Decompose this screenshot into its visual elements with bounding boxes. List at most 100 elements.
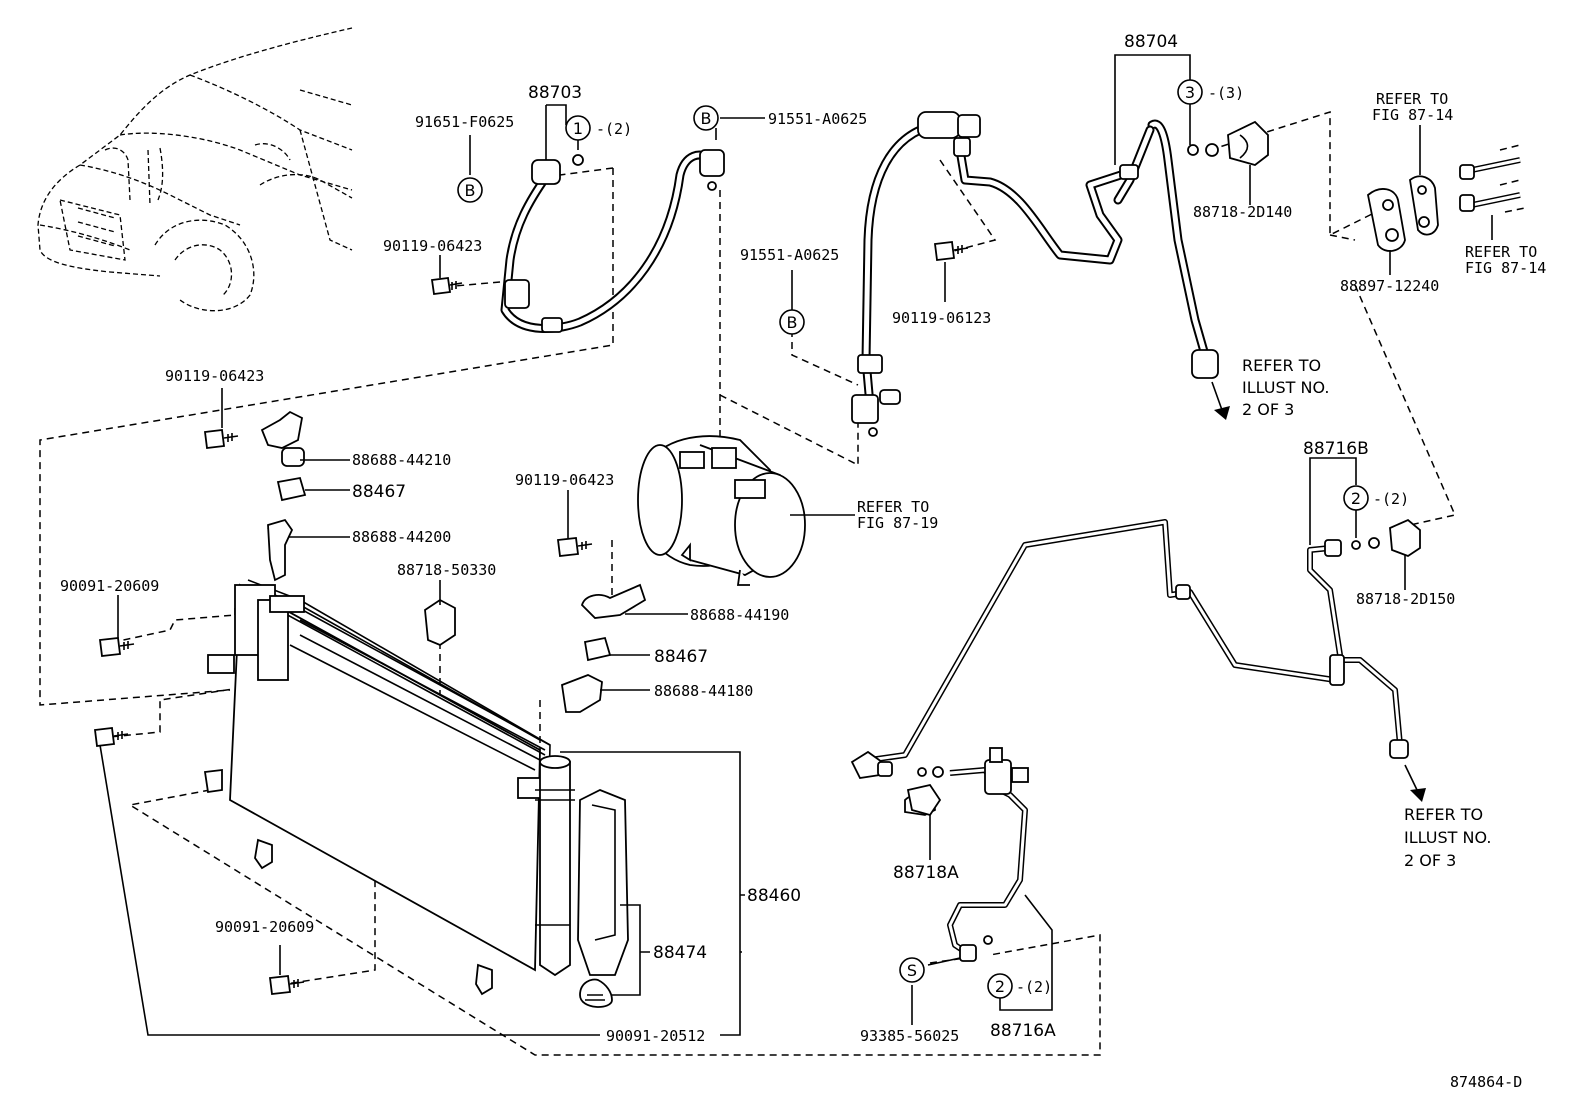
hose-fitting (851, 394, 879, 424)
marker-b: B (779, 309, 805, 335)
svg-text:2: 2 (995, 977, 1005, 996)
svg-text:3: 3 (1185, 83, 1195, 102)
marker-3: 3 (1177, 79, 1203, 105)
hose-nut (1119, 164, 1139, 180)
label-88716B: 88716B (1303, 439, 1369, 459)
label-93385-56025: 93385-56025 (860, 1027, 959, 1045)
hose-fitting-b (699, 149, 725, 177)
suction-hose-88704 (851, 111, 1219, 437)
arrow-down-icon (1211, 381, 1230, 420)
leader-lines (99, 54, 1493, 1036)
hose-crimp (541, 317, 563, 333)
label-refer-to: REFER TO (1242, 356, 1321, 375)
label-90119-06423-c: 90119-06423 (515, 471, 614, 489)
brackets-and-clamps (260, 410, 942, 817)
liquid-line-88716 (850, 519, 1409, 962)
marker-2: 2 (1343, 485, 1369, 511)
hose-end (1191, 349, 1219, 379)
label-88688-44200: 88688-44200 (352, 528, 451, 546)
discharge-hose-88703 (500, 149, 725, 333)
label-88467-a: 88467 (352, 482, 406, 502)
compressor (637, 435, 806, 586)
label-90091-20609-b: 90091-20609 (215, 918, 314, 936)
label-refer-to: REFER TO (857, 498, 929, 516)
bolt-icon (98, 637, 135, 657)
label-fig-87-14: FIG 87-14 (1465, 259, 1546, 277)
label-q1-count: -(2) (596, 120, 632, 138)
bolt-icon (556, 537, 593, 557)
label-illust-no: ILLUST NO. (1404, 828, 1491, 847)
marker-2: 2 (987, 973, 1013, 999)
o-ring (707, 181, 717, 191)
figure-id: 874864-D (1450, 1073, 1522, 1091)
label-88718-2D150: 88718-2D150 (1356, 590, 1455, 608)
marker-b: B (457, 177, 483, 203)
vehicle-illustration (37, 27, 353, 312)
label-88716A: 88716A (990, 1021, 1056, 1041)
label-88703: 88703 (528, 83, 582, 103)
hose-crimp (857, 354, 883, 374)
nut-88718-2D150 (1389, 518, 1421, 558)
label-88688-44180: 88688-44180 (654, 682, 753, 700)
nut-88718-2D140 (1227, 120, 1269, 166)
hose-fitting (957, 114, 981, 138)
label-91651-F0625: 91651-F0625 (415, 113, 514, 131)
circle-markers: B B B 1 3 2 2 S (457, 79, 1369, 999)
label-88704: 88704 (1124, 32, 1178, 52)
label-90091-20609-a: 90091-20609 (60, 577, 159, 595)
bolt-icon (933, 241, 969, 261)
label-refer-to: REFER TO (1465, 243, 1537, 261)
hose-fitting (917, 111, 961, 139)
hose-fitting (531, 159, 561, 185)
label-2-of-3: 2 OF 3 (1242, 400, 1294, 419)
marker-1: 1 (565, 115, 591, 141)
bolts (93, 241, 969, 995)
label-88474: 88474 (653, 943, 707, 963)
label-90091-20512: 90091-20512 (606, 1027, 705, 1045)
label-88460: 88460 (747, 886, 801, 906)
label-88467-b: 88467 (654, 647, 708, 667)
svg-text:B: B (465, 181, 476, 200)
bolt-icon (268, 975, 305, 995)
label-q2-b-count: -(2) (1373, 490, 1409, 508)
label-refer-to: REFER TO (1376, 90, 1448, 108)
o-ring (572, 154, 584, 166)
gasket-plate (1409, 175, 1439, 236)
service-valve (879, 389, 901, 405)
label-90119-06123: 90119-06123 (892, 309, 991, 327)
label-90119-06423-a: 90119-06423 (383, 237, 482, 255)
label-88688-44190: 88688-44190 (690, 606, 789, 624)
label-88897-12240: 88897-12240 (1340, 277, 1439, 295)
label-88718A: 88718A (893, 863, 959, 883)
bolt-icon (430, 276, 463, 296)
label-fig-87-19: FIG 87-19 (857, 514, 938, 532)
hose-fitting (953, 137, 971, 157)
svg-text:B: B (701, 109, 712, 128)
arrow-down-icon (1404, 764, 1426, 802)
fittings-mid-right (1351, 518, 1421, 558)
label-88718-2D140: 88718-2D140 (1193, 203, 1292, 221)
hose-bracket (504, 279, 530, 309)
part-labels: 88703 91651-F0625 -(2) 91551-A0625 90119… (60, 32, 1546, 1091)
bolt-icon (203, 429, 239, 449)
label-refer-to: REFER TO (1404, 805, 1483, 824)
marker-s: S (899, 957, 925, 983)
fittings-top-right (1187, 120, 1526, 252)
svg-text:2: 2 (1351, 489, 1361, 508)
svg-text:1: 1 (573, 119, 583, 138)
label-88718-50330: 88718-50330 (397, 561, 496, 579)
gasket-88897 (1367, 188, 1406, 252)
label-91551-A0625-top: 91551-A0625 (768, 110, 867, 128)
label-fig-87-14: FIG 87-14 (1372, 106, 1453, 124)
condenser-88460 (203, 579, 629, 1008)
label-2-of-3: 2 OF 3 (1404, 851, 1456, 870)
label-q2-a-count: -(2) (1016, 978, 1052, 996)
bolt-icon (93, 727, 129, 747)
svg-text:B: B (787, 313, 798, 332)
label-91551-A0625-mid: 91551-A0625 (740, 246, 839, 264)
label-illust-no: ILLUST NO. (1242, 378, 1329, 397)
o-ring (868, 427, 878, 437)
label-90119-06423-b: 90119-06423 (165, 367, 264, 385)
label-q3-count: -(3) (1208, 84, 1244, 102)
